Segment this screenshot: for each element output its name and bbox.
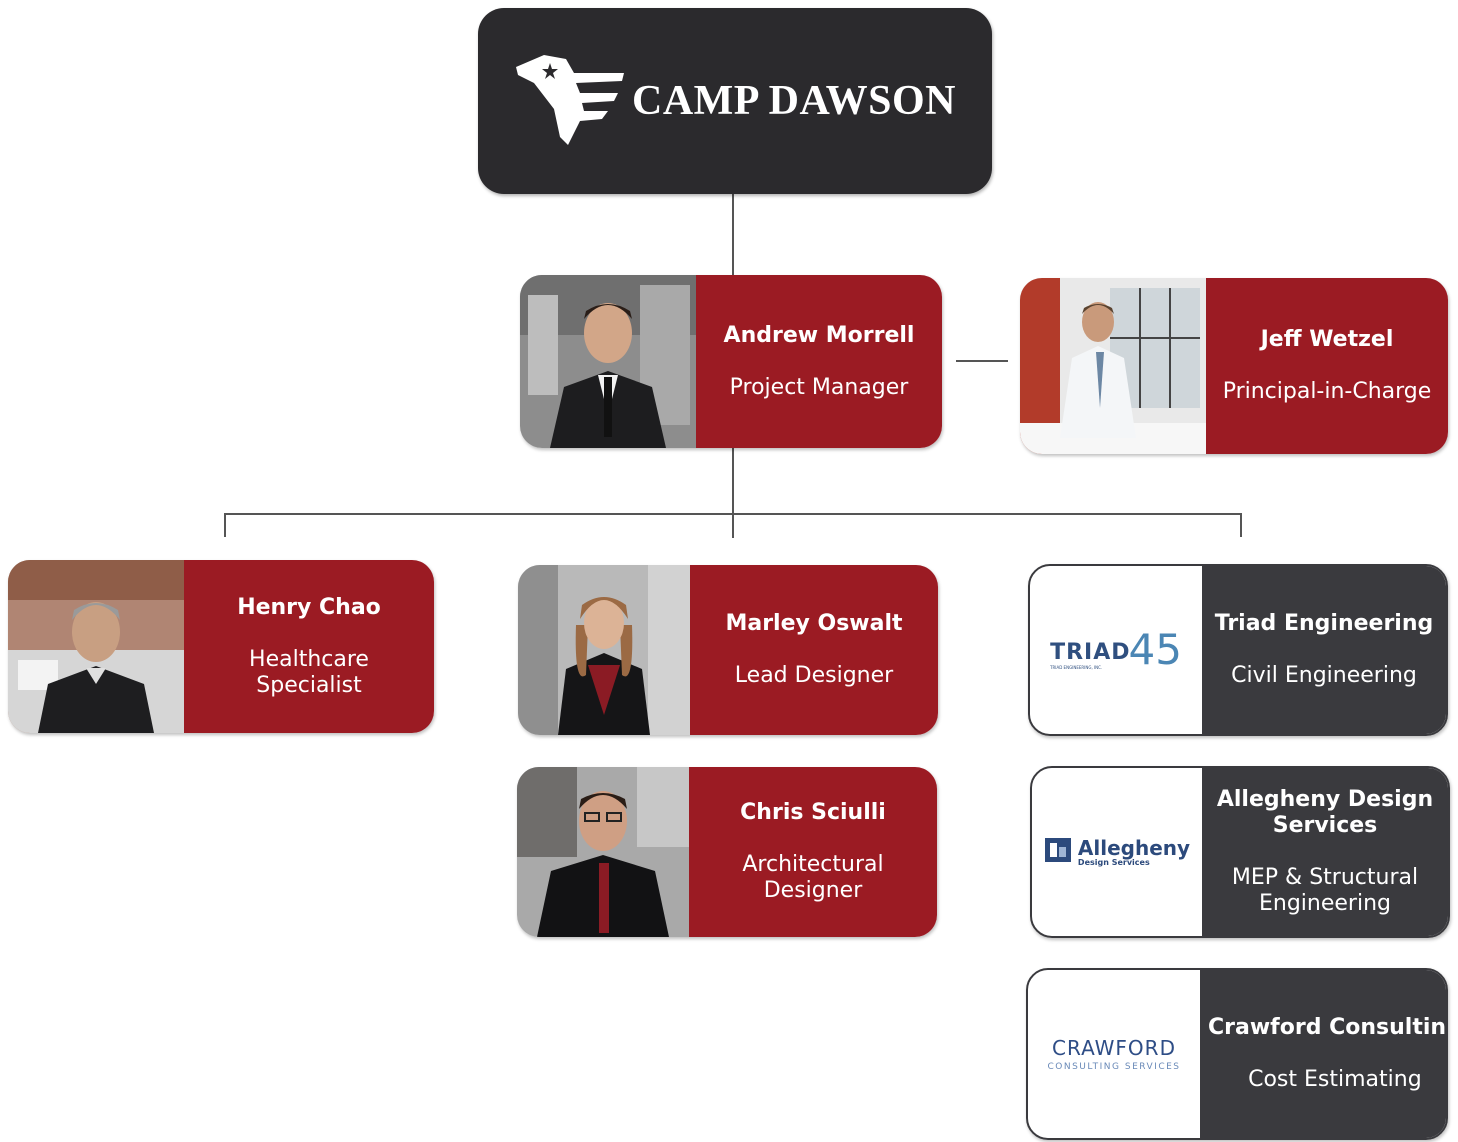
marley-oswalt-role: Lead Designer [734, 663, 894, 688]
marley-oswalt-name: Marley Oswalt [725, 611, 903, 636]
chris-sciulli-photo [517, 767, 689, 937]
triad-logo: TRIAD TRIAD ENGINEERING, INC. 45 [1030, 566, 1202, 734]
triad-engineering-name: Triad Engineering [1214, 611, 1434, 636]
crawford-consulting-name: Crawford Consulting [1208, 1015, 1448, 1040]
connector-header-to-pm [732, 194, 734, 276]
andrew-morrell-photo [520, 275, 696, 448]
allegheny-logo: Allegheny Design Services [1032, 768, 1202, 936]
crawford-consulting-role: Cost Estimating [1248, 1067, 1422, 1092]
crawford-logo-text: CRAWFORD [1052, 1036, 1176, 1060]
jeff-wetzel-photo [1020, 278, 1206, 454]
allegheny-logo-mark-icon [1044, 837, 1072, 867]
header-title: CAMP DAWSON [631, 78, 956, 124]
henry-chao-name: Henry Chao [237, 594, 381, 620]
chris-sciulli-role: Architectural Designer [742, 852, 884, 903]
connector-left-drop [224, 513, 226, 537]
crawford-logo: CRAWFORD CONSULTING SERVICES [1028, 970, 1200, 1138]
henry-chao-card: Henry Chao Healthcare Specialist [8, 560, 434, 733]
eagle-logo-icon [514, 49, 624, 153]
chris-sciulli-name: Chris Sciulli [740, 800, 886, 825]
allegheny-design-card: Allegheny Design Services Allegheny Desi… [1030, 766, 1450, 938]
connector-right-drop [1240, 513, 1242, 537]
allegheny-design-name: Allegheny Design Services [1216, 787, 1434, 838]
henry-chao-role: Healthcare Specialist [249, 646, 369, 698]
chris-sciulli-card: Chris Sciulli Architectural Designer [517, 767, 937, 937]
crawford-logo-subtext: CONSULTING SERVICES [1047, 1062, 1181, 1072]
connector-pm-to-principal [956, 360, 1008, 362]
marley-oswalt-photo [518, 565, 690, 735]
triad-logo-number: 45 [1128, 625, 1182, 674]
jeff-wetzel-name: Jeff Wetzel [1260, 327, 1394, 352]
allegheny-logo-text: Allegheny [1077, 835, 1191, 860]
triad-engineering-card: TRIAD TRIAD ENGINEERING, INC. 45 Triad E… [1028, 564, 1448, 736]
camp-dawson-header: CAMP DAWSON [478, 8, 992, 194]
connector-pm-down [732, 448, 734, 538]
triad-engineering-role: Civil Engineering [1231, 663, 1417, 688]
andrew-morrell-role: Project Manager [729, 374, 909, 400]
triad-logo-subtext: TRIAD ENGINEERING, INC. [1050, 665, 1103, 670]
allegheny-design-role: MEP & Structural Engineering [1231, 865, 1419, 916]
crawford-consulting-card: CRAWFORD CONSULTING SERVICES Crawford Co… [1026, 968, 1448, 1140]
jeff-wetzel-card: Jeff Wetzel Principal-in-Charge [1020, 278, 1448, 454]
andrew-morrell-card: Andrew Morrell Project Manager [520, 275, 942, 448]
allegheny-logo-subtext: Design Services [1077, 857, 1150, 867]
marley-oswalt-card: Marley Oswalt Lead Designer [518, 565, 938, 735]
connector-horizontal [224, 513, 1241, 515]
jeff-wetzel-role: Principal-in-Charge [1222, 379, 1432, 404]
henry-chao-photo [8, 560, 184, 733]
andrew-morrell-name: Andrew Morrell [723, 322, 915, 348]
triad-logo-text: TRIAD [1050, 640, 1131, 665]
